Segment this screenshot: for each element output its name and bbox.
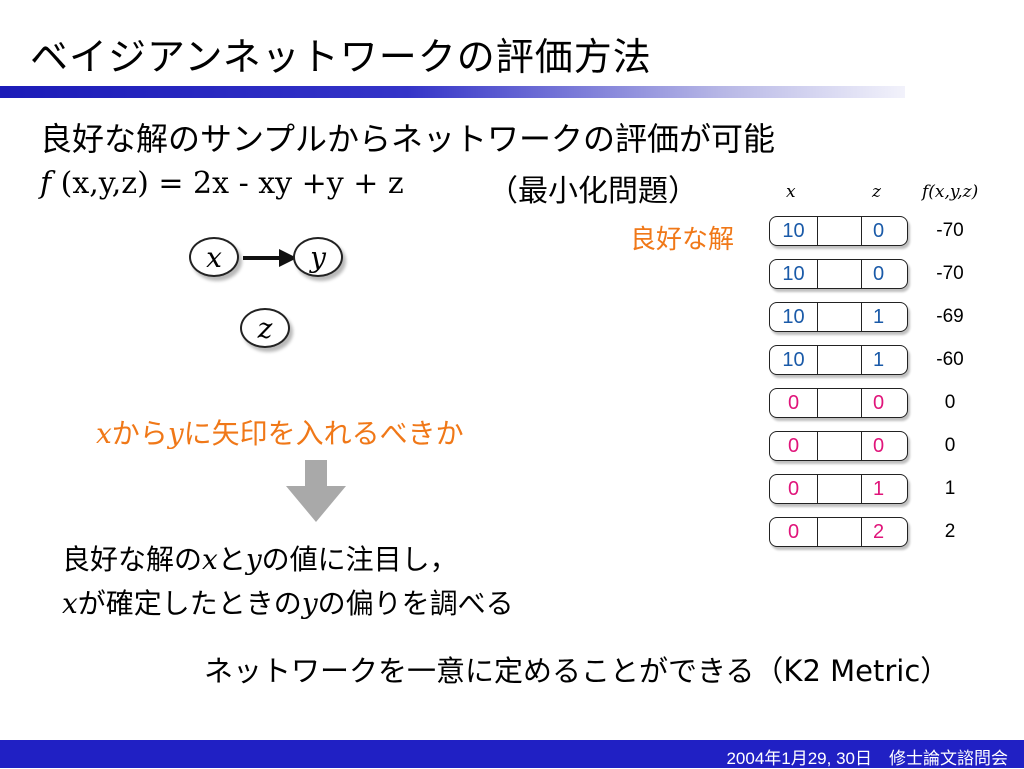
- cell-z: 0: [872, 262, 885, 285]
- explanation-line-2: xが確定したときのyの偏りを調べる: [62, 587, 514, 620]
- cell-y: [818, 518, 862, 546]
- slide-title: ベイジアンネットワークの評価方法: [30, 35, 652, 79]
- cell-y: [818, 346, 862, 374]
- f-value: 1: [944, 478, 956, 499]
- cell-x: 0: [770, 389, 818, 417]
- graph-node-x: x: [189, 237, 239, 277]
- table-header-f: f(x,y,z): [922, 182, 979, 202]
- down-arrow-icon: [286, 460, 346, 522]
- table-row: 10 0: [769, 216, 908, 246]
- graph-node-y: y: [293, 237, 343, 277]
- cell-z: 0: [872, 434, 885, 457]
- cell-z: 0: [872, 219, 885, 242]
- cell-y: [818, 217, 862, 245]
- cell-x: 10: [770, 217, 818, 245]
- cell-y: [818, 303, 862, 331]
- cell-y: [818, 260, 862, 288]
- cell-z: 1: [872, 305, 885, 328]
- cell-y: [818, 475, 862, 503]
- objective-formula: f (x,y,z) = 2x - xy +y + z: [40, 166, 404, 201]
- f-value: -70: [936, 220, 964, 241]
- footer-text: 2004年1月29, 30日 修士論文諮問会: [726, 749, 1008, 768]
- table-row: 10 0: [769, 259, 908, 289]
- problem-type: （最小化問題）: [488, 174, 698, 209]
- table-header-z: z: [872, 182, 881, 202]
- arrow-question: xからyに矢印を入れるべきか: [96, 417, 464, 450]
- cell-x: 10: [770, 303, 818, 331]
- f-value: 2: [944, 521, 956, 542]
- footer-bar: [0, 740, 1024, 768]
- formula-function-name: f: [40, 166, 52, 201]
- f-value: -69: [936, 306, 964, 327]
- f-value: -60: [936, 349, 964, 370]
- f-value: 0: [944, 435, 956, 456]
- cell-z: 0: [872, 391, 885, 414]
- cell-y: [818, 389, 862, 417]
- cell-z: 1: [872, 477, 885, 500]
- cell-x: 0: [770, 518, 818, 546]
- graph-node-z: z: [240, 308, 290, 348]
- cell-z: 2: [872, 520, 885, 543]
- explanation-line-1: 良好な解のxとyの値に注目し，: [62, 543, 458, 576]
- cell-x: 0: [770, 475, 818, 503]
- cell-z: 1: [872, 348, 885, 371]
- cell-x: 0: [770, 432, 818, 460]
- conclusion-text: ネットワークを一意に定めることができる（K2 Metric）: [204, 654, 950, 688]
- graph-edge-x-to-y: [243, 249, 297, 267]
- slide-subtitle: 良好な解のサンプルからネットワークの評価が可能: [40, 120, 776, 158]
- cell-x: 10: [770, 346, 818, 374]
- title-underline-bar: [0, 86, 905, 98]
- table-row: 10 1: [769, 302, 908, 332]
- formula-body: (x,y,z) = 2x - xy +y + z: [51, 166, 404, 201]
- table-header-x: x: [786, 182, 796, 202]
- f-value: 0: [944, 392, 956, 413]
- cell-y: [818, 432, 862, 460]
- f-value: -70: [936, 263, 964, 284]
- table-row: 10 1: [769, 345, 908, 375]
- good-solutions-label: 良好な解: [630, 225, 735, 255]
- cell-x: 10: [770, 260, 818, 288]
